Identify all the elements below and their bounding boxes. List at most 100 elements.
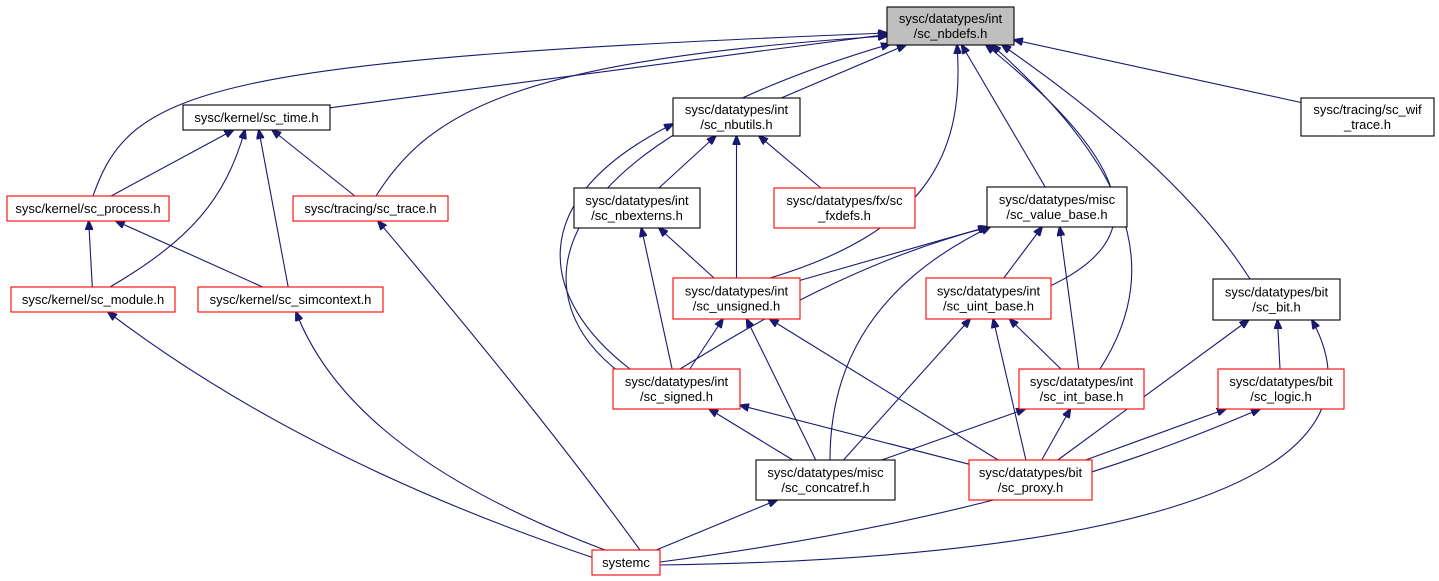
edge-unsigned-to-nbdefs xyxy=(769,45,958,279)
node-box xyxy=(591,549,661,576)
node-unsigned[interactable]: sysc/datatypes/int/sc_unsigned.h xyxy=(672,277,801,320)
node-label-line: /sc_uint_base.h xyxy=(943,299,1034,314)
nodes-layer: sysc/datatypes/int/sc_nbdefs.h sysc/kerne… xyxy=(6,6,1435,576)
node-label-line: sysc/tracing/sc_wif xyxy=(1313,102,1422,117)
node-box xyxy=(755,459,896,501)
node-box xyxy=(1018,368,1145,410)
edge-concatref-to-signed xyxy=(709,409,794,461)
edge-signed-to-nbutils xyxy=(559,124,673,370)
node-nbexterns[interactable]: sysc/datatypes/int/sc_nbexterns.h xyxy=(573,187,701,229)
node-label-line: /sc_int_base.h xyxy=(1040,389,1124,404)
node-concatref[interactable]: sysc/datatypes/misc/sc_concatref.h xyxy=(755,459,896,501)
edge-systemc-to-concatref xyxy=(655,500,777,551)
node-label-line: sysc/kernel/sc_time.h xyxy=(194,110,318,125)
node-process[interactable]: sysc/kernel/sc_process.h xyxy=(6,195,170,222)
edge-time-to-nbdefs xyxy=(329,34,887,109)
node-box xyxy=(1212,278,1341,321)
node-label-line: /sc_signed.h xyxy=(640,389,713,404)
node-box xyxy=(182,104,331,131)
node-nbutils[interactable]: sysc/datatypes/int/sc_nbutils.h xyxy=(672,97,801,137)
node-systemc[interactable]: systemc xyxy=(591,549,661,576)
node-label-line: /sc_value_base.h xyxy=(1006,207,1107,222)
node-label-line: sysc/datatypes/int xyxy=(625,374,729,389)
edge-process-to-nbdefs xyxy=(92,33,887,197)
edge-wif-to-nbdefs xyxy=(1014,40,1302,104)
edge-value_base-to-nbdefs xyxy=(962,45,1046,188)
edge-signed-to-unsigned xyxy=(689,319,723,370)
node-box xyxy=(672,277,801,320)
node-box xyxy=(1300,97,1435,137)
node-label-line: sysc/kernel/sc_simcontext.h xyxy=(210,292,372,307)
node-label-line: /sc_logic.h xyxy=(1250,389,1311,404)
edge-unsigned-to-nbexterns xyxy=(659,228,715,279)
edge-int_base-to-uint_base xyxy=(1010,319,1062,370)
node-box xyxy=(6,195,170,222)
node-label-line: sysc/kernel/sc_module.h xyxy=(22,292,164,307)
edge-proxy-to-logic xyxy=(1085,409,1226,461)
edge-proxy-to-signed xyxy=(740,405,970,465)
edge-uint_base-to-nbdefs xyxy=(986,45,1116,288)
node-proxy[interactable]: sysc/datatypes/bit/sc_proxy.h xyxy=(968,459,1093,501)
node-box xyxy=(612,368,741,410)
edge-simcontext-to-time xyxy=(259,130,289,288)
edge-concatref-to-value_base xyxy=(829,227,990,461)
edge-signed-to-value_base xyxy=(679,227,989,370)
node-label-line: _fxdefs.h xyxy=(817,208,871,223)
node-trace[interactable]: sysc/tracing/sc_trace.h xyxy=(292,195,449,222)
node-nbdefs: sysc/datatypes/int/sc_nbdefs.h xyxy=(886,6,1015,46)
edge-proxy-to-bit xyxy=(1057,320,1249,461)
node-label-line: sysc/datatypes/int xyxy=(1030,374,1134,389)
node-fxdefs[interactable]: sysc/datatypes/fx/sc_fxdefs.h xyxy=(773,187,916,229)
node-bit[interactable]: sysc/datatypes/bit/sc_bit.h xyxy=(1212,278,1341,321)
edge-systemc-to-simcontext xyxy=(296,312,606,551)
node-signed[interactable]: sysc/datatypes/int/sc_signed.h xyxy=(612,368,741,410)
node-label-line: sysc/datatypes/bit xyxy=(1229,374,1333,389)
node-box xyxy=(672,97,801,137)
edge-process-to-time xyxy=(110,130,233,197)
node-int-base[interactable]: sysc/datatypes/int/sc_int_base.h xyxy=(1018,368,1145,410)
node-label-line: sysc/tracing/sc_trace.h xyxy=(304,201,436,216)
node-box xyxy=(1217,368,1345,410)
node-box xyxy=(925,277,1052,320)
node-box xyxy=(886,6,1015,46)
node-label-line: sysc/datatypes/int xyxy=(685,102,789,117)
edge-simcontext-to-process xyxy=(116,221,263,288)
node-label-line: sysc/datatypes/fx/sc xyxy=(786,193,903,208)
node-label-line: /sc_proxy.h xyxy=(998,480,1064,495)
node-wif[interactable]: sysc/tracing/sc_wif_trace.h xyxy=(1300,97,1435,137)
edge-concatref-to-int_base xyxy=(881,409,1025,461)
node-uint-base[interactable]: sysc/datatypes/int/sc_uint_base.h xyxy=(925,277,1052,320)
edge-systemc-to-trace xyxy=(378,221,641,551)
node-label-line: sysc/datatypes/bit xyxy=(979,465,1083,480)
node-label-line: /sc_unsigned.h xyxy=(693,299,780,314)
node-box xyxy=(10,286,176,313)
node-box xyxy=(968,459,1093,501)
node-time[interactable]: sysc/kernel/sc_time.h xyxy=(182,104,331,131)
edge-module-to-time xyxy=(109,130,245,288)
edge-int_base-to-value_base xyxy=(1060,227,1080,370)
node-label-line: sysc/datatypes/int xyxy=(899,11,1003,26)
edge-concatref-to-unsigned xyxy=(747,319,817,461)
edge-fxdefs-to-nbutils xyxy=(759,136,822,189)
edges-layer xyxy=(89,33,1329,566)
edge-trace-to-time xyxy=(272,130,356,197)
node-value-base[interactable]: sysc/datatypes/misc/sc_value_base.h xyxy=(986,186,1128,228)
edge-nbutils-to-nbdefs xyxy=(780,45,906,99)
edge-proxy-to-uint_base xyxy=(993,319,1027,461)
node-label-line: sysc/kernel/sc_process.h xyxy=(15,201,160,216)
node-label-line: sysc/datatypes/int xyxy=(585,193,689,208)
node-module[interactable]: sysc/kernel/sc_module.h xyxy=(10,286,176,313)
node-label-line: systemc xyxy=(602,555,650,570)
node-label-line: sysc/datatypes/bit xyxy=(1225,285,1329,300)
edge-systemc-to-module xyxy=(108,312,601,561)
node-box xyxy=(773,187,916,229)
node-label-line: /sc_bit.h xyxy=(1252,300,1300,315)
node-simcontext[interactable]: sysc/kernel/sc_simcontext.h xyxy=(197,286,384,313)
edge-logic-to-bit xyxy=(1278,320,1281,370)
edge-concatref-to-uint_base xyxy=(843,319,971,461)
node-label-line: sysc/datatypes/int xyxy=(937,284,1041,299)
node-box xyxy=(292,195,449,222)
node-logic[interactable]: sysc/datatypes/bit/sc_logic.h xyxy=(1217,368,1345,410)
node-label-line: /sc_nbdefs.h xyxy=(914,26,988,41)
